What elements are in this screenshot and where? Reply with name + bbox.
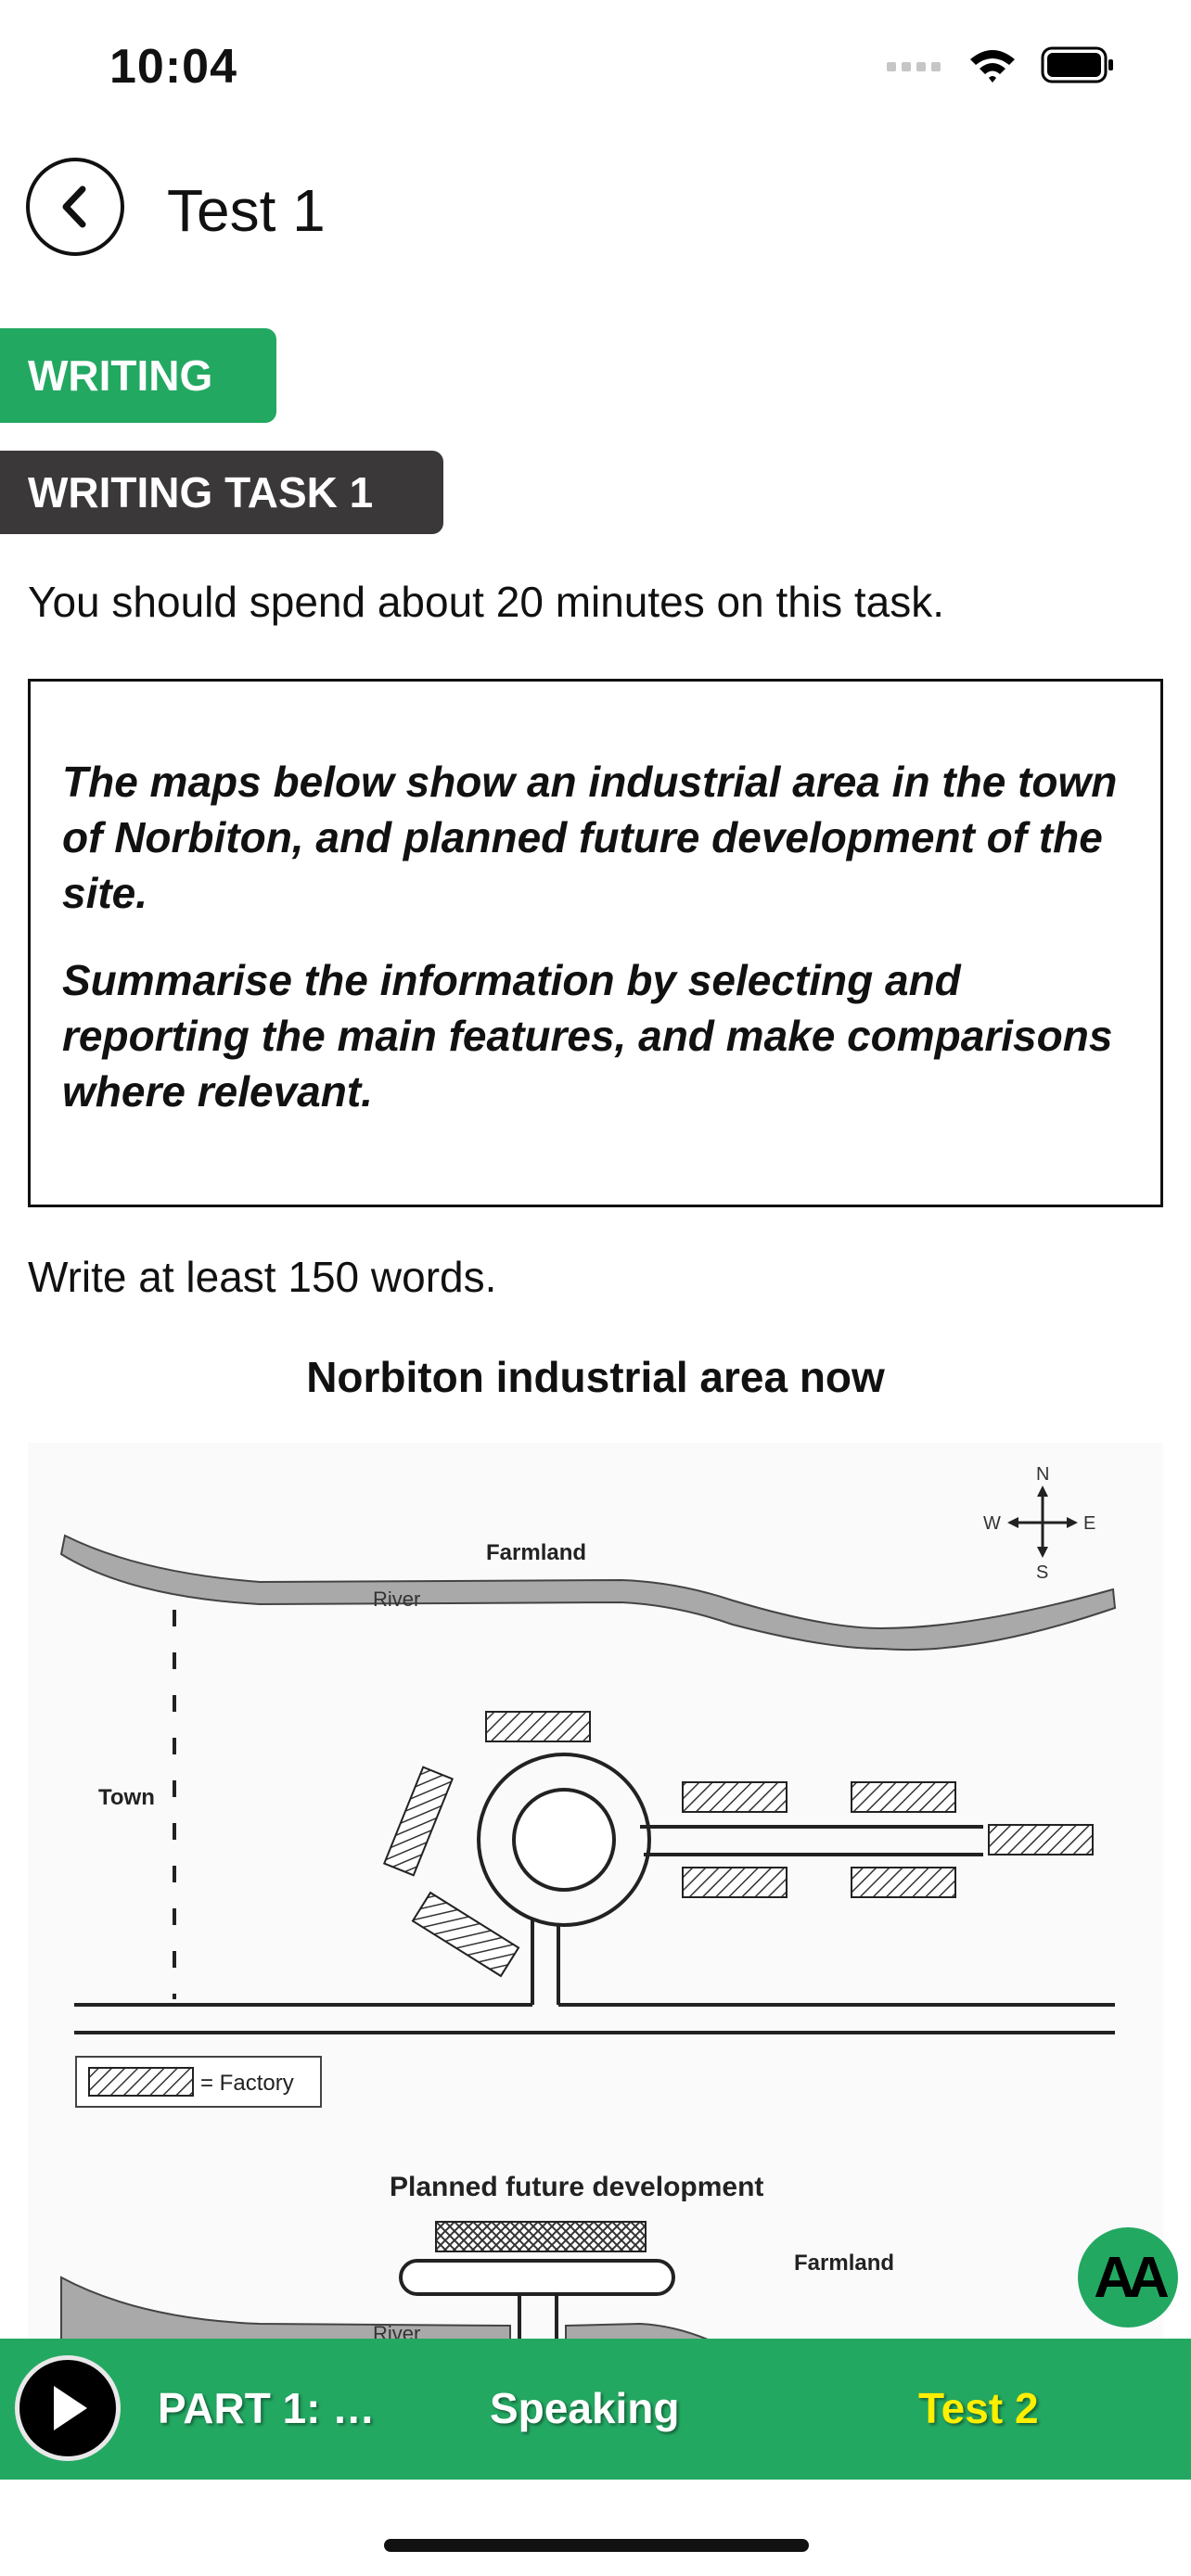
second-map-title: Planned future development bbox=[390, 2172, 763, 2202]
river bbox=[59, 1534, 1117, 1651]
factory bbox=[682, 1781, 788, 1813]
task-instruction: You should spend about 20 minutes on thi… bbox=[28, 578, 944, 626]
font-size-button[interactable]: AA bbox=[1078, 2227, 1178, 2327]
wifi-icon bbox=[970, 50, 1015, 83]
factory bbox=[851, 1781, 956, 1813]
cellular-signal-icon bbox=[887, 62, 941, 71]
battery-icon bbox=[1041, 46, 1113, 83]
factory bbox=[988, 1824, 1094, 1855]
task-prompt-paragraph: The maps below show an industrial area i… bbox=[62, 758, 1118, 917]
compass-w: W bbox=[983, 1513, 1001, 1534]
task-prompt-paragraph: Summarise the information by selecting a… bbox=[62, 956, 1113, 1116]
factory bbox=[485, 1711, 591, 1742]
map-image: River Farmland N S W E Town bbox=[28, 1443, 1163, 2342]
compass-s: S bbox=[1036, 1562, 1048, 1583]
compass-e: E bbox=[1083, 1513, 1095, 1534]
factory bbox=[851, 1867, 956, 1898]
play-button[interactable] bbox=[15, 2355, 121, 2461]
map-title: Norbiton industrial area now bbox=[306, 1353, 885, 1401]
map-label-farmland: Farmland bbox=[486, 1540, 586, 1565]
second-map-farmland: Farmland bbox=[794, 2251, 894, 2276]
second-map-river: River bbox=[373, 2322, 420, 2342]
map-drawing: River Farmland N S W E Town bbox=[28, 1443, 1163, 2342]
section-tag: WRITING bbox=[0, 328, 276, 423]
task-tag: WRITING TASK 1 bbox=[0, 451, 443, 534]
factory bbox=[382, 1766, 455, 1877]
compass-icon: N S W E bbox=[983, 1464, 1095, 1583]
map-legend: = Factory bbox=[75, 2056, 322, 2108]
map-label-river: River bbox=[373, 1588, 420, 1611]
status-bar: 10:04 bbox=[0, 0, 1191, 139]
word-requirement: Write at least 150 words. bbox=[28, 1253, 497, 1301]
compass-n: N bbox=[1036, 1464, 1049, 1485]
legend-label: = Factory bbox=[200, 2071, 294, 2096]
task-prompt-box: The maps below show an industrial area i… bbox=[28, 679, 1163, 1207]
home-indicator[interactable] bbox=[384, 2539, 809, 2552]
status-icons bbox=[887, 46, 1115, 83]
map-label-town: Town bbox=[98, 1785, 155, 1810]
factory bbox=[682, 1867, 788, 1898]
factory bbox=[411, 1891, 520, 1978]
play-icon bbox=[54, 2386, 87, 2430]
back-button[interactable] bbox=[26, 158, 124, 256]
test2-link[interactable]: Test 2 bbox=[918, 2384, 1039, 2432]
part-label[interactable]: PART 1: … bbox=[158, 2384, 376, 2432]
planned-building bbox=[435, 2221, 647, 2252]
status-time: 10:04 bbox=[109, 40, 237, 94]
bottom-audio-bar: PART 1: … Speaking Test 2 bbox=[0, 2339, 1191, 2480]
header: Test 1 bbox=[26, 158, 1165, 260]
speaking-tab[interactable]: Speaking bbox=[490, 2384, 680, 2432]
page-title: Test 1 bbox=[167, 177, 326, 244]
chevron-left-icon bbox=[62, 185, 86, 228]
